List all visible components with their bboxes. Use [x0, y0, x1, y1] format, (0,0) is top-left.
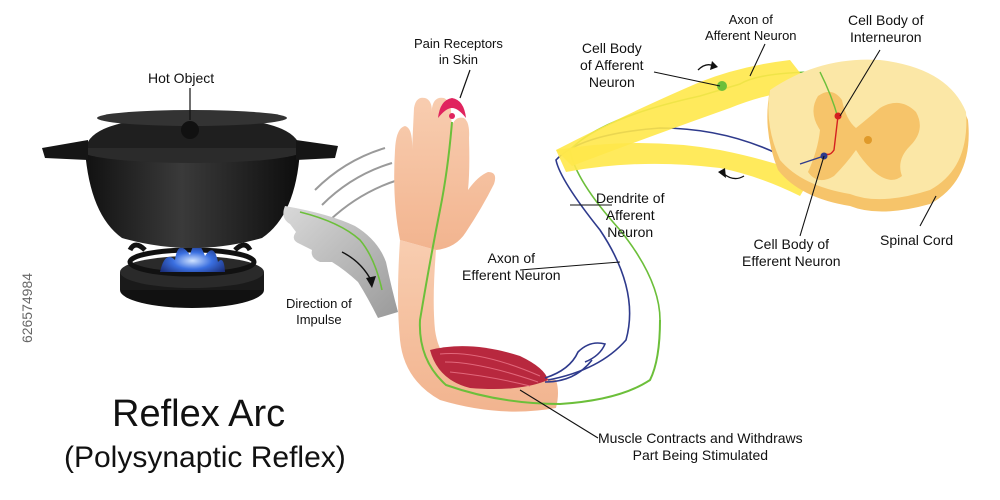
label-cell-body-interneuron-line1: Cell Body of: [848, 12, 924, 28]
label-pain-receptors-line2: in Skin: [438, 52, 478, 67]
label-dendrite-afferent-line1: Dendrite of: [596, 190, 665, 206]
spinal-cord: [767, 59, 969, 212]
afferent-cell-body-icon: [717, 81, 727, 91]
label-cell-body-afferent-line1: Cell Body: [581, 40, 642, 56]
withdrawn-hand: [283, 206, 398, 318]
label-axon-afferent-line2: Afferent Neuron: [705, 28, 797, 43]
label-muscle: Muscle Contracts and Withdraws Part Bein…: [598, 430, 803, 464]
label-pain-receptors-line1: Pain Receptors: [414, 36, 503, 51]
label-hot-object-text: Hot Object: [148, 70, 215, 86]
interneuron-cell-body-icon: [834, 112, 842, 120]
label-cell-body-afferent-line3: Neuron: [588, 74, 635, 90]
label-cell-body-efferent-line2: Efferent Neuron: [742, 253, 841, 269]
label-axon-efferent-line1: Axon of: [487, 250, 536, 266]
label-axon-efferent-line2: Efferent Neuron: [462, 267, 561, 283]
label-cell-body-afferent-line2: of Afferent: [580, 57, 644, 73]
label-axon-afferent-line1: Axon of: [728, 12, 773, 27]
stock-image-id: 626574984: [19, 272, 35, 344]
label-dendrite-afferent: Dendrite of Afferent Neuron: [596, 190, 664, 241]
nerve-roots: [556, 60, 812, 196]
label-cell-body-afferent: Cell Body of Afferent Neuron: [580, 40, 644, 91]
label-pain-receptors: Pain Receptors in Skin: [414, 36, 503, 68]
label-spinal-cord: Spinal Cord: [880, 232, 953, 249]
diagram-title: Reflex Arc: [112, 393, 286, 435]
label-hot-object: Hot Object: [148, 70, 214, 87]
label-muscle-line1: Muscle Contracts and Withdraws: [598, 430, 803, 446]
label-direction-impulse-line2: Impulse: [296, 312, 342, 327]
label-dendrite-afferent-line3: Neuron: [607, 224, 654, 240]
diagram-subtitle: (Polysynaptic Reflex): [64, 441, 346, 474]
label-cell-body-efferent: Cell Body of Efferent Neuron: [742, 236, 841, 270]
label-muscle-line2: Part Being Stimulated: [632, 447, 769, 463]
label-cell-body-interneuron: Cell Body of Interneuron: [848, 12, 923, 46]
label-cell-body-efferent-line1: Cell Body of: [753, 236, 830, 252]
label-axon-efferent: Axon of Efferent Neuron: [462, 250, 561, 284]
label-axon-afferent: Axon of Afferent Neuron: [705, 12, 797, 44]
pain-receptor-icon: [438, 98, 466, 119]
forearm-muscle: [430, 342, 607, 389]
label-dendrite-afferent-line2: Afferent: [605, 207, 655, 223]
label-direction-impulse-line1: Direction of: [286, 296, 352, 311]
label-spinal-cord-text: Spinal Cord: [880, 232, 954, 248]
hot-pot: [42, 110, 399, 308]
arm: [394, 97, 661, 412]
flame-icon: [160, 243, 225, 272]
label-direction-impulse: Direction of Impulse: [286, 296, 352, 328]
label-cell-body-interneuron-line2: Interneuron: [849, 29, 922, 45]
